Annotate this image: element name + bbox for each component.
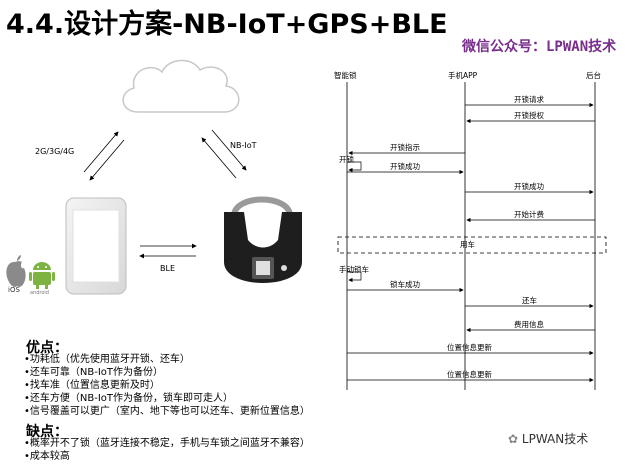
sequence-message-label: 位置信息更新 [447, 343, 492, 352]
pros-item: •找车准（位置信息更新及时） [24, 380, 160, 391]
label-ble: BLE [160, 264, 175, 273]
phone-icon [65, 197, 127, 295]
label-nbiot: NB-IoT [230, 141, 257, 150]
sequence-message-label: 开锁成功 [390, 162, 420, 171]
slide-title: 4.4.设计方案-NB-IoT+GPS+BLE [6, 9, 448, 40]
participant-backend: 后台 [586, 71, 601, 80]
sequence-self-message [347, 271, 362, 283]
cons-list: •概率开不了锁（蓝牙连接不稳定，手机与车锁之间蓝牙不兼容） •成本较高 [24, 437, 310, 463]
pros-item: •还车方便（NB-IoT作为备份，锁车即可走人） [24, 393, 234, 404]
pros-item: •信号覆盖可以更广（室内、地下等也可以还车、更新位置信息） [24, 406, 310, 417]
cloud-icon [122, 59, 240, 113]
cons-heading: 缺点： [26, 424, 68, 440]
label-ios: iOS [8, 286, 20, 294]
pros-item: •功耗低（优先使用蓝牙开锁、还车） [24, 354, 190, 365]
sequence-message-label: 位置信息更新 [447, 370, 492, 379]
bottom-watermark-text: LPWAN技术 [521, 432, 589, 446]
arrow-cloud-to-phone [89, 139, 125, 181]
smart-lock-icon [224, 196, 302, 283]
sequence-message-label: 用车 [460, 240, 475, 249]
sequence-message-label: 开锁授权 [514, 111, 544, 120]
sequence-message-label: 开锁成功 [514, 182, 544, 191]
sequence-message-label: 手动锁车 [339, 265, 369, 274]
wechat-watermark: 微信公众号：LPWAN技术 [462, 39, 617, 55]
arrow-cloud-to-lock [211, 129, 247, 171]
pros-item: •还车可靠（NB-IoT作为备份） [24, 367, 164, 378]
sequence-message-label: 开锁请求 [514, 95, 544, 104]
pros-heading: 优点： [26, 340, 68, 356]
participant-app: 手机APP [448, 71, 478, 80]
sequence-message-label: 锁车成功 [390, 280, 420, 289]
apple-logo-icon [6, 255, 26, 287]
wechat-icon: ✿ [508, 432, 519, 446]
arrow-phone-to-cloud [83, 131, 119, 173]
sequence-message-label: 还车 [522, 296, 537, 305]
cons-item: •成本较高 [24, 451, 70, 462]
sequence-message-label: 开锁 [339, 155, 354, 164]
sequence-message-label: 开锁指示 [390, 143, 420, 152]
bottom-watermark: ✿ LPWAN技术 [508, 430, 588, 447]
sequence-self-message [347, 161, 362, 173]
sequence-message-label: 开始计费 [514, 210, 544, 219]
label-android: android [30, 290, 49, 296]
sequence-message-label: 费用信息 [514, 320, 544, 329]
participant-lock: 智能锁 [334, 71, 357, 80]
pros-list: •功耗低（优先使用蓝牙开锁、还车） •还车可靠（NB-IoT作为备份） •找车准… [24, 353, 310, 418]
arrow-lock-to-cloud [201, 137, 237, 179]
sequence-activity-box [337, 236, 607, 254]
android-logo-icon [29, 262, 55, 289]
cons-item: •概率开不了锁（蓝牙连接不稳定，手机与车锁之间蓝牙不兼容） [24, 438, 310, 449]
label-2g3g4g: 2G/3G/4G [35, 147, 75, 156]
